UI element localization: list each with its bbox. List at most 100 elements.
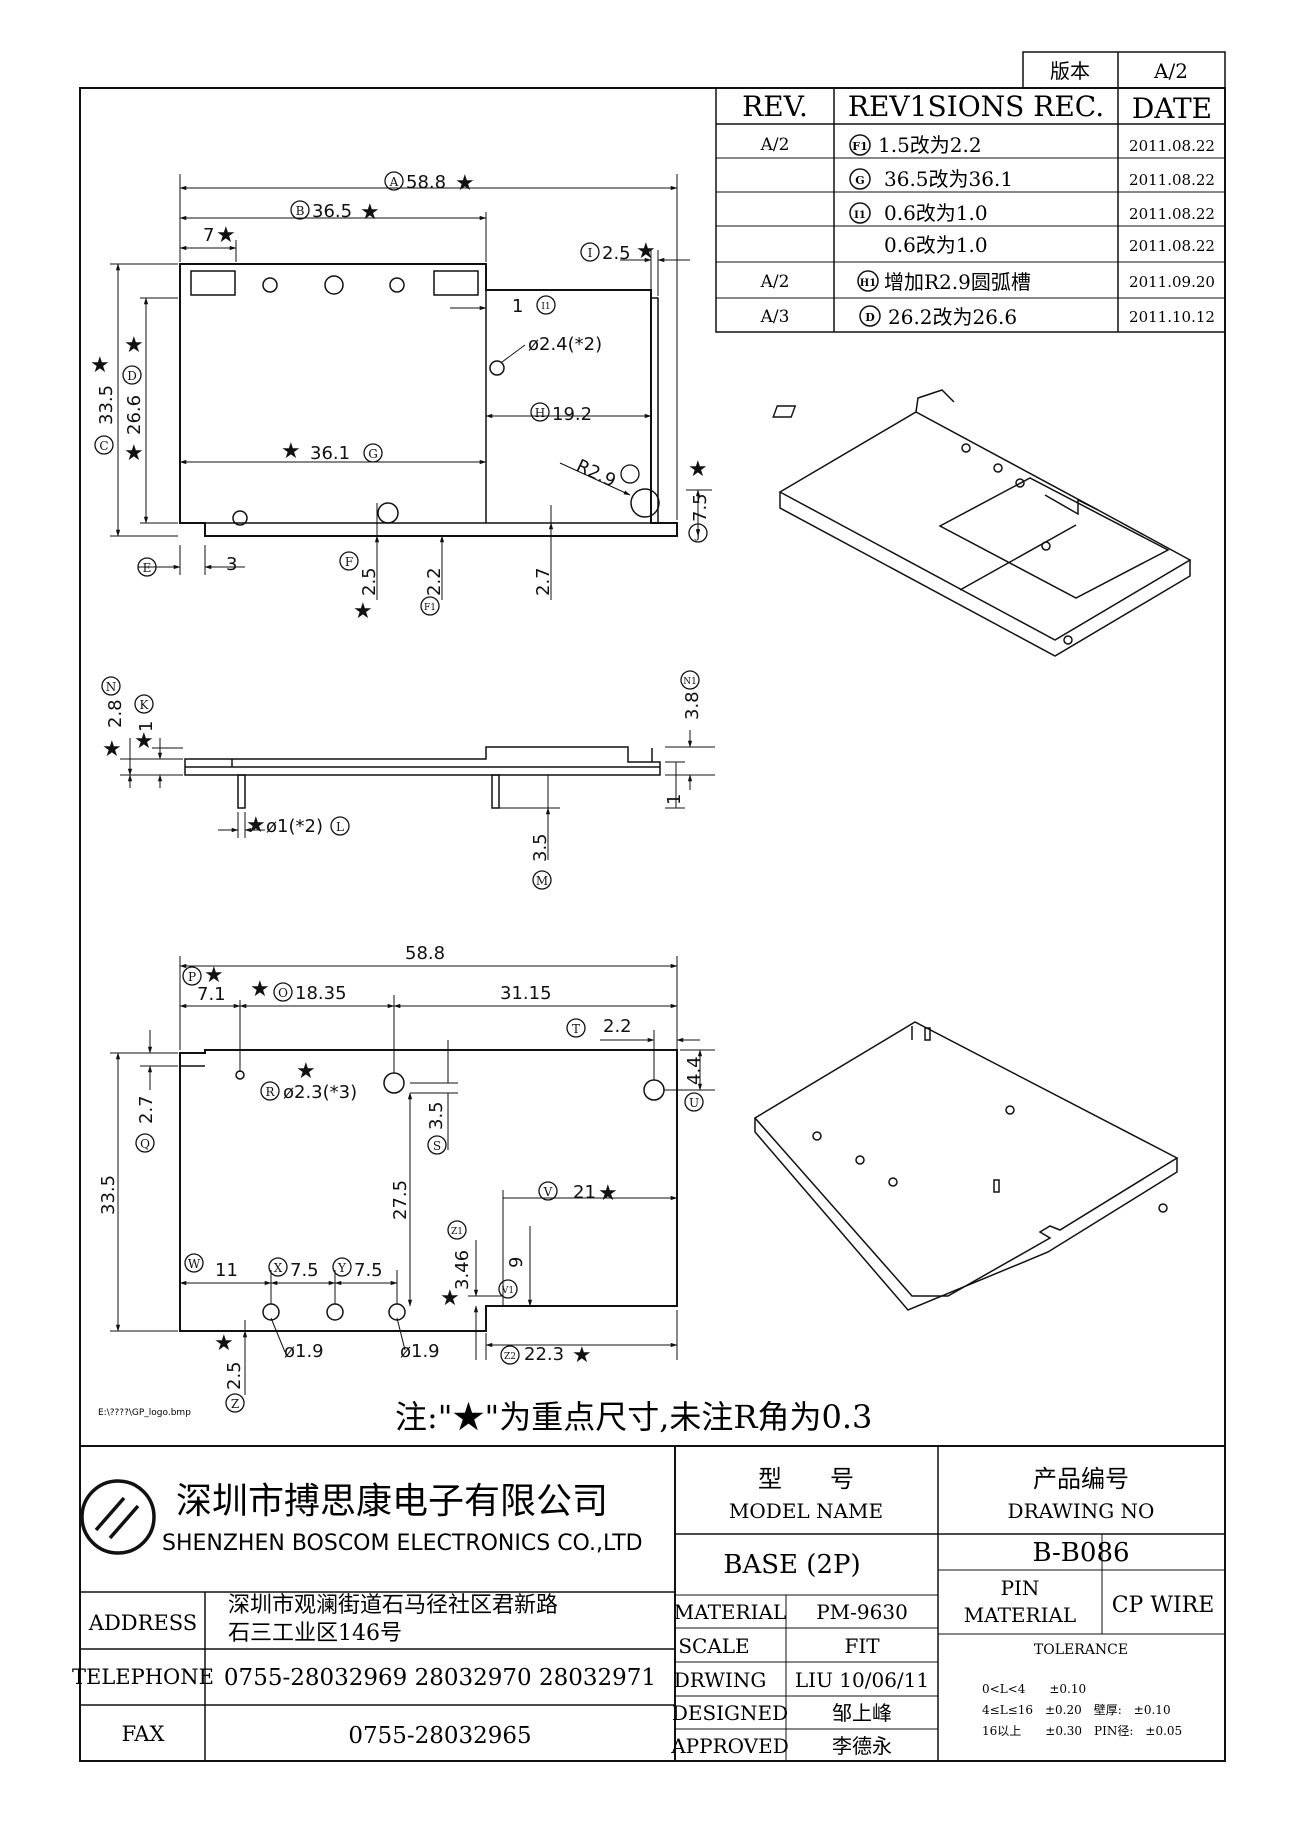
dim-t-value: 2.2: [603, 1016, 632, 1037]
rev-rec-header: REV1SIONS REC.: [848, 90, 1104, 123]
dim-letter-y: Y: [337, 1261, 347, 1275]
key-star: ★: [216, 223, 236, 248]
company-logo-icon: [80, 1479, 156, 1555]
dim-letter-i: I: [588, 246, 593, 260]
drwing-label: DRWING: [674, 1668, 767, 1692]
pin-label-line1: PIN: [1001, 1576, 1040, 1600]
telephone-value: 0755-28032969 28032970 28032971: [224, 1665, 656, 1691]
dim-letter-c: C: [99, 439, 108, 453]
dim-a-value: 58.8: [406, 172, 446, 193]
rev-row-text: 36.5改为36.1: [884, 167, 1013, 191]
version-box: 版本 A/2: [1022, 51, 1226, 89]
dim-w-value: 11: [215, 1260, 238, 1281]
key-star: ★: [598, 1181, 618, 1206]
version-label: 版本: [1050, 59, 1090, 83]
logo-path-text: E:\????\GP_logo.bmp: [98, 1408, 191, 1418]
dim-z2-value: 22.3: [524, 1344, 564, 1365]
dim-d1-value: ø1.9: [284, 1341, 324, 1362]
model-label-en: MODEL NAME: [729, 1499, 883, 1523]
scale-value: FIT: [844, 1634, 880, 1658]
tolerance-line3: 16以上 ±0.30 PIN径: ±0.05: [982, 1724, 1182, 1738]
dim-c-value: 33.5: [96, 385, 117, 425]
address-label: ADDRESS: [88, 1611, 197, 1635]
dim-letter-m: M: [536, 874, 548, 888]
approved-value: 李德永: [832, 1734, 892, 1758]
dim-letter-o: O: [278, 986, 288, 1000]
designed-value: 邹上峰: [832, 1701, 892, 1725]
dim-total-value: 58.8: [405, 943, 445, 964]
drawing-label-cn: 产品编号: [1033, 1465, 1129, 1493]
dim-x-value: 7.5: [290, 1260, 319, 1281]
dim-letter-t: T: [572, 1022, 580, 1036]
bottom-view-dimensions: 58.8 P ★ 7.1 ★ O 18.35 31.15 T 2.2 4.4 U…: [98, 943, 705, 1413]
rev-row-mark: H1: [860, 278, 876, 289]
rev-row-date: 2011.09.20: [1129, 273, 1215, 291]
dim-n1-value: 3.8: [682, 691, 703, 720]
revision-mark-icon: [849, 168, 871, 190]
revision-table: REV. REV1SIONS REC. DATE A/2 F1 1.5改为2.2…: [715, 87, 1226, 333]
rev-row-rev: A/2: [760, 135, 790, 155]
rev-row-mark: I1: [854, 210, 866, 221]
drwing-value: LIU 10/06/11: [795, 1668, 929, 1692]
key-star: ★: [102, 737, 122, 762]
dim-g-value: 36.1: [310, 443, 350, 464]
material-label: MATERIAL: [674, 1600, 786, 1624]
bottom-view: [110, 956, 715, 1395]
fax-value: 0755-28032965: [348, 1723, 531, 1749]
dim-letter-k: K: [140, 698, 150, 712]
key-star: ★: [250, 977, 270, 1002]
dim-n-value: 2.8: [105, 699, 126, 728]
dim-i-value: 2.5: [602, 243, 631, 264]
company-name-en: SHENZHEN BOSCOM ELECTRONICS CO.,LTD: [162, 1531, 643, 1556]
dim-letter-z: Z: [231, 1397, 239, 1411]
dim-mid-value: 31.15: [500, 983, 552, 1004]
pin-label-line2: MATERIAL: [964, 1603, 1076, 1627]
key-star: ★: [214, 1331, 234, 1356]
sheet-border: [79, 87, 1226, 1762]
key-star: ★: [296, 1059, 316, 1084]
designed-label: DESIGNED: [672, 1701, 788, 1725]
dim-f-value: 2.5: [359, 567, 380, 596]
dim-letter-g: G: [368, 447, 378, 461]
dim-hole-value: ø2.4(*2): [528, 334, 602, 355]
dim-1-value: 1: [512, 296, 523, 317]
dim-d2-value: ø1.9: [400, 1341, 440, 1362]
rev-row-date: 2011.10.12: [1129, 308, 1215, 326]
dim-p-value: 7.1: [197, 984, 226, 1005]
rev-row-text: 0.6改为1.0: [884, 201, 988, 225]
model-label-cn: 型 号: [758, 1465, 854, 1493]
tolerance-line1: 0<L<4 ±0.10: [982, 1682, 1086, 1696]
key-star: ★: [353, 599, 373, 624]
dim-b-value: 36.5: [312, 201, 352, 222]
dim-r-value: R2.9: [573, 455, 619, 491]
key-star: ★: [124, 441, 144, 466]
dim-f1-value: 2.2: [424, 567, 445, 596]
address-line2: 石三工业区146号: [228, 1621, 402, 1646]
revision-mark-icon: [849, 134, 871, 156]
tolerance-label: TOLERANCE: [1034, 1642, 1128, 1658]
dim-z-value: 2.5: [224, 1361, 245, 1390]
dim-275-value: 27.5: [390, 1180, 411, 1220]
dim-height-value: 33.5: [98, 1175, 119, 1215]
dim-k-value: 1: [136, 721, 157, 732]
top-view-dimensions: A 58.8 ★ B 36.5 ★ 7 ★ I 2.5 ★ 1 I1 ø2.4(…: [90, 171, 711, 624]
dim-v1-mark: V1: [501, 1286, 514, 1296]
dim-letter-j: J: [694, 527, 701, 541]
rev-row-date: 2011.08.22: [1129, 137, 1215, 155]
dim-r-value: ø2.3(*3): [283, 1082, 357, 1103]
dim-s-value: 3.5: [426, 1101, 447, 1130]
dim-v1-value: 9: [506, 1257, 527, 1268]
iso-view-top: [772, 389, 1192, 657]
revision-mark-icon: [857, 270, 879, 292]
key-star: ★: [440, 1286, 460, 1311]
dim-n1-mark: N1: [683, 677, 697, 687]
revision-mark-icon: [859, 305, 881, 327]
dim-3-value: 3: [226, 554, 237, 575]
title-block: [80, 1445, 1225, 1761]
dim-letter-p: P: [188, 970, 196, 984]
dim-i1-mark: I1: [541, 302, 550, 312]
dim-z1-value: 3.46: [452, 1250, 473, 1290]
dim-z2-mark: Z2: [504, 1352, 516, 1362]
